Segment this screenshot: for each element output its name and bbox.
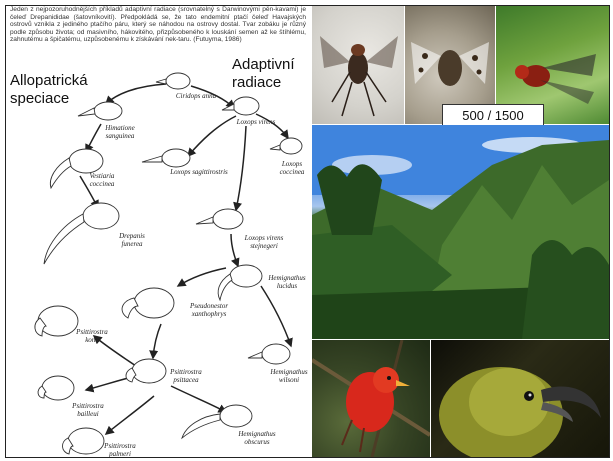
- species-label: Loxops sagittirostris: [169, 168, 229, 176]
- bird-head-loxops-virens: [222, 97, 259, 115]
- species-label: Pseudonestor xanthophrys: [181, 302, 237, 318]
- bird-head-loxops-coccinea: [270, 138, 302, 154]
- bird-head-hemignathus-wilsoni: [248, 344, 290, 364]
- bird-head-pseudonestor: [122, 288, 174, 318]
- bird-head-psittirostra-bailleui: [38, 376, 74, 400]
- species-label: Himatione sanguinea: [90, 124, 150, 140]
- bird-head-loxops-stejnegeri: [196, 209, 243, 229]
- bird-head-drepanis: [44, 203, 119, 264]
- species-label: Hemignathus wilsoni: [268, 368, 310, 384]
- bird-head-hemignathus-lucidus: [218, 265, 262, 300]
- allopatric-speciation-label: Allopatrická speciace: [10, 72, 130, 108]
- species-label: Psittirostra palmeri: [98, 442, 142, 458]
- species-label: Psittirostra kona: [72, 328, 112, 344]
- bird-head-ciridops: [156, 73, 190, 89]
- species-label: Loxops virens: [234, 118, 278, 126]
- bird-head-loxops-sagittirostris: [142, 149, 190, 167]
- species-label: Hemignathus obscurus: [234, 430, 280, 446]
- arrow: [171, 386, 226, 412]
- species-label: Hemignathus lucidus: [264, 274, 310, 290]
- fly-photo-1: [312, 6, 404, 124]
- green-honeycreeper-photo: [431, 340, 609, 457]
- honeycreeper-figure: Jeden z nejpozoruhodnějších příkladů ada…: [6, 6, 311, 457]
- species-label: Vestiaria coccinea: [82, 172, 122, 188]
- species-label: Loxops coccinea: [274, 160, 310, 176]
- arrow: [178, 268, 226, 286]
- species-label: Loxops virens stejnegeri: [234, 234, 294, 250]
- arrow: [153, 324, 161, 358]
- arrow: [261, 286, 291, 346]
- slide: Jeden z nejpozoruhodnějších příkladů ada…: [5, 5, 610, 458]
- species-label: Drepanis funerea: [114, 232, 150, 248]
- species-label: Psittirostra bailleui: [66, 402, 110, 418]
- adaptive-radiation-label: Adaptivní radiace: [232, 56, 312, 92]
- arrow: [188, 116, 236, 156]
- arrow: [236, 126, 246, 210]
- red-honeycreeper-photo: [312, 340, 430, 457]
- species-label: Ciridops anna: [166, 92, 226, 100]
- species-label: Psittirostra psittacea: [164, 368, 208, 384]
- arrow: [106, 396, 154, 434]
- hawaii-landscape-photo: [312, 125, 609, 339]
